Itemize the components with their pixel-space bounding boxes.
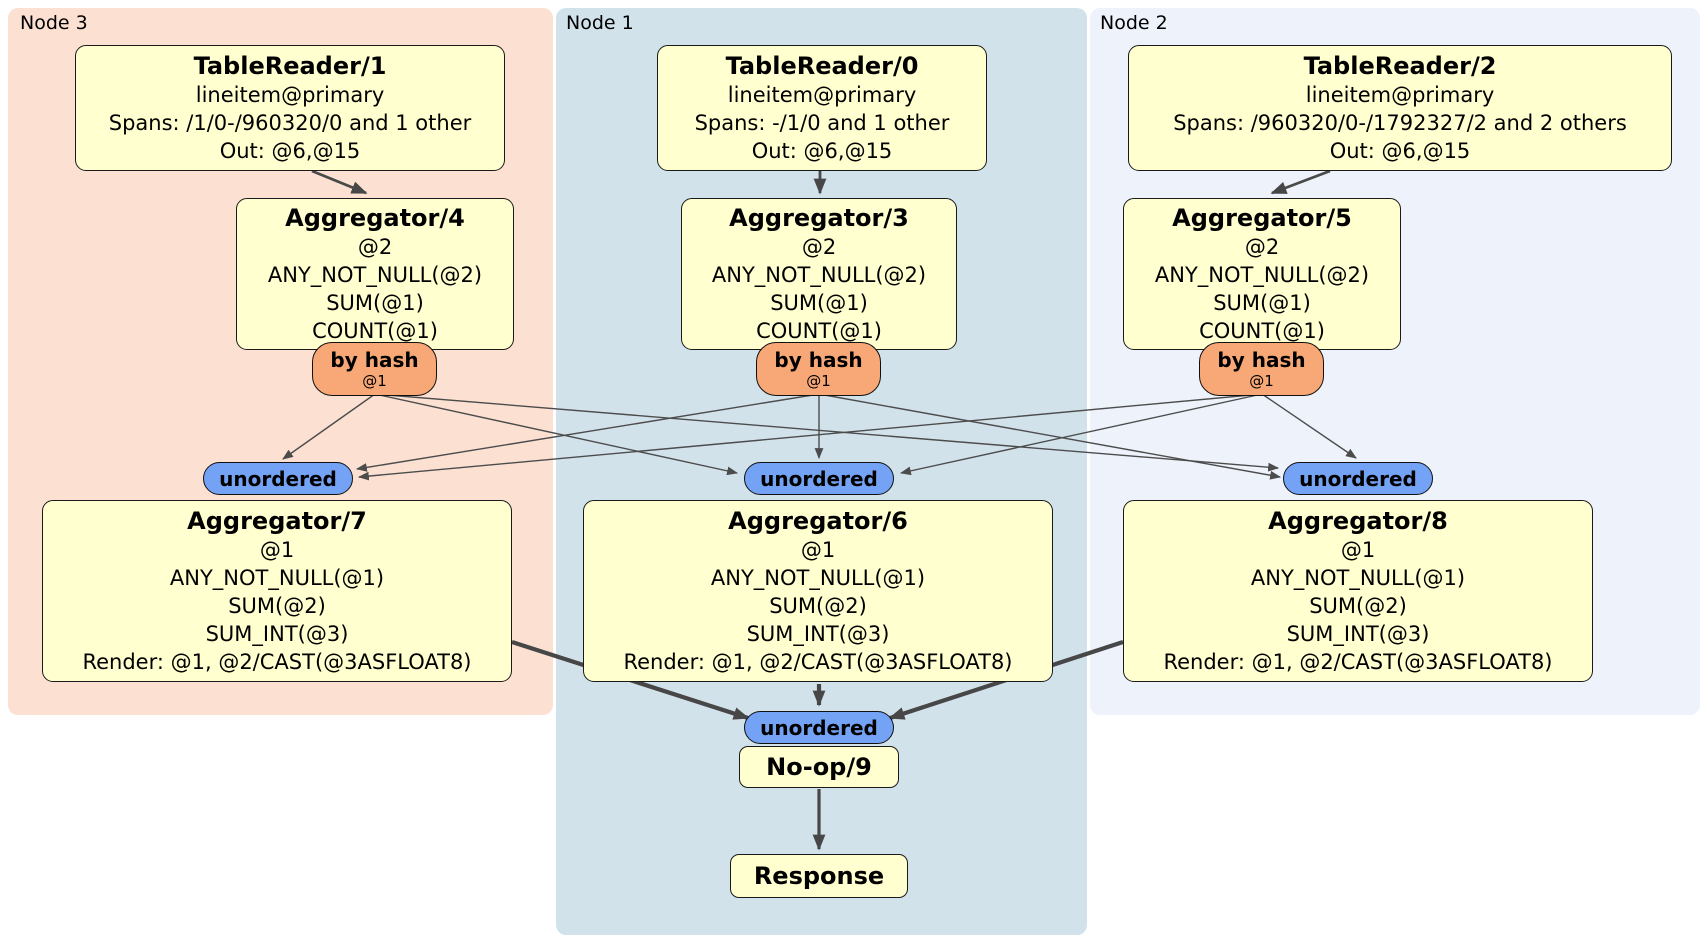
processor-title: TableReader/1 xyxy=(193,52,387,80)
processor-aggregator-3: Aggregator/3 @2 ANY_NOT_NULL(@2) SUM(@1)… xyxy=(681,198,957,350)
processor-aggregator-5: Aggregator/5 @2 ANY_NOT_NULL(@2) SUM(@1)… xyxy=(1123,198,1401,350)
processor-title: Aggregator/3 xyxy=(729,204,909,232)
processor-detail: SUM(@1) xyxy=(770,291,868,315)
processor-detail: @1 xyxy=(259,538,295,562)
router-by-hash-right: by hash @1 xyxy=(1199,342,1324,396)
sync-unordered-center: unordered xyxy=(744,462,894,495)
processor-detail: lineitem@primary xyxy=(727,83,917,107)
processor-tablereader-0: TableReader/0 lineitem@primary Spans: -/… xyxy=(657,45,987,171)
processor-title: No-op/9 xyxy=(766,753,872,781)
processor-aggregator-7: Aggregator/7 @1 ANY_NOT_NULL(@1) SUM(@2)… xyxy=(42,500,512,682)
processor-detail: Render: @1, @2/CAST(@3ASFLOAT8) xyxy=(623,650,1013,674)
processor-detail: ANY_NOT_NULL(@2) xyxy=(711,263,927,287)
processor-response: Response xyxy=(730,854,908,898)
processor-aggregator-8: Aggregator/8 @1 ANY_NOT_NULL(@1) SUM(@2)… xyxy=(1123,500,1593,682)
processor-detail: Out: @6,@15 xyxy=(751,139,893,163)
processor-detail: lineitem@primary xyxy=(195,83,385,107)
processor-detail: Render: @1, @2/CAST(@3ASFLOAT8) xyxy=(82,650,472,674)
processor-detail: Spans: /960320/0-/1792327/2 and 2 others xyxy=(1173,111,1627,135)
router-detail: @1 xyxy=(1249,371,1274,390)
node-group-label-1: Node 1 xyxy=(566,12,634,34)
processor-detail: ANY_NOT_NULL(@1) xyxy=(710,566,926,590)
router-by-hash-center: by hash @1 xyxy=(756,342,881,396)
processor-detail: SUM(@1) xyxy=(1213,291,1311,315)
processor-detail: Out: @6,@15 xyxy=(1329,139,1471,163)
processor-detail: ANY_NOT_NULL(@1) xyxy=(1250,566,1466,590)
processor-detail: lineitem@primary xyxy=(1305,83,1495,107)
processor-detail: SUM(@2) xyxy=(1309,594,1407,618)
processor-title: Aggregator/6 xyxy=(728,507,908,535)
router-label: by hash xyxy=(330,347,419,372)
sync-unordered-left: unordered xyxy=(203,462,353,495)
processor-detail: SUM(@2) xyxy=(769,594,867,618)
processor-title: Aggregator/7 xyxy=(187,507,367,535)
processor-detail: @2 xyxy=(357,235,393,259)
processor-detail: SUM_INT(@3) xyxy=(1286,622,1430,646)
processor-detail: Render: @1, @2/CAST(@3ASFLOAT8) xyxy=(1163,650,1553,674)
processor-detail: SUM(@1) xyxy=(326,291,424,315)
processor-title: Aggregator/4 xyxy=(285,204,465,232)
processor-detail: ANY_NOT_NULL(@1) xyxy=(169,566,385,590)
processor-title: TableReader/0 xyxy=(725,52,919,80)
processor-detail: COUNT(@1) xyxy=(756,319,882,343)
processor-detail: SUM_INT(@3) xyxy=(746,622,890,646)
processor-detail: COUNT(@1) xyxy=(1199,319,1325,343)
processor-detail: ANY_NOT_NULL(@2) xyxy=(1154,263,1370,287)
router-detail: @1 xyxy=(362,371,387,390)
edges-tablereader-to-aggregator xyxy=(311,169,1331,195)
processor-detail: @2 xyxy=(801,235,837,259)
processor-noop-9: No-op/9 xyxy=(739,746,899,788)
processor-title: TableReader/2 xyxy=(1303,52,1497,80)
processor-title: Aggregator/5 xyxy=(1172,204,1352,232)
processor-detail: @1 xyxy=(1340,538,1376,562)
processor-detail: Spans: -/1/0 and 1 other xyxy=(694,111,950,135)
processor-aggregator-6: Aggregator/6 @1 ANY_NOT_NULL(@1) SUM(@2)… xyxy=(583,500,1053,682)
router-by-hash-left: by hash @1 xyxy=(312,342,437,396)
processor-title: Response xyxy=(753,862,885,890)
processor-title: Aggregator/8 xyxy=(1268,507,1448,535)
router-detail: @1 xyxy=(806,371,831,390)
processor-detail: SUM_INT(@3) xyxy=(205,622,349,646)
processor-aggregator-4: Aggregator/4 @2 ANY_NOT_NULL(@2) SUM(@1)… xyxy=(236,198,514,350)
processor-detail: COUNT(@1) xyxy=(312,319,438,343)
sync-unordered-right: unordered xyxy=(1283,462,1433,495)
processor-detail: Spans: /1/0-/960320/0 and 1 other xyxy=(108,111,472,135)
router-label: by hash xyxy=(1217,347,1306,372)
processor-detail: @1 xyxy=(800,538,836,562)
processor-detail: Out: @6,@15 xyxy=(219,139,361,163)
node-group-label-3: Node 3 xyxy=(20,12,88,34)
router-label: by hash xyxy=(774,347,863,372)
node-group-label-2: Node 2 xyxy=(1100,12,1168,34)
processor-tablereader-2: TableReader/2 lineitem@primary Spans: /9… xyxy=(1128,45,1672,171)
processor-tablereader-1: TableReader/1 lineitem@primary Spans: /1… xyxy=(75,45,505,171)
processor-detail: @2 xyxy=(1244,235,1280,259)
edges-hash-routers-to-syncs xyxy=(282,393,1357,481)
processor-detail: ANY_NOT_NULL(@2) xyxy=(267,263,483,287)
sync-unordered-final: unordered xyxy=(744,711,894,744)
processor-detail: SUM(@2) xyxy=(228,594,326,618)
